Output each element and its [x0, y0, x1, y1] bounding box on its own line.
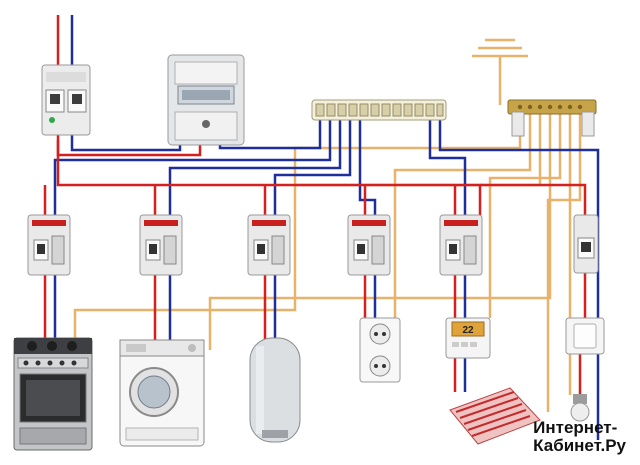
ground-antenna-icon: [472, 38, 528, 58]
terminal-block-icon: [311, 99, 447, 121]
bus-bar-icon: [507, 99, 597, 137]
breaker-washer: [139, 214, 183, 276]
floor-heating-mat-icon: [449, 387, 541, 445]
watermark-line2: Кабинет.Ру: [533, 436, 626, 455]
light-bulb-icon: [570, 394, 590, 422]
watermark: Интернет- Кабинет.Ру: [533, 419, 626, 455]
phase-wires: [43, 15, 587, 395]
light-switch-icon: [565, 317, 605, 355]
meter-icon: [167, 54, 245, 146]
main-breaker: [41, 64, 91, 136]
thermostat-display: 22: [462, 325, 474, 336]
breaker-heater: [247, 214, 291, 276]
thermostat-icon: 22: [445, 317, 491, 359]
breaker-socket: [347, 214, 391, 276]
watermark-line1: Интернет-: [533, 418, 618, 437]
double-socket-icon: [359, 317, 401, 383]
breaker-lighting: [573, 214, 599, 274]
stove-icon: [13, 337, 93, 451]
breaker-floor-heating: [439, 214, 483, 276]
ground-wires: [73, 55, 582, 412]
water-heater-icon: [249, 337, 301, 443]
breaker-stove: [27, 214, 71, 276]
washing-machine-icon: [119, 339, 205, 447]
